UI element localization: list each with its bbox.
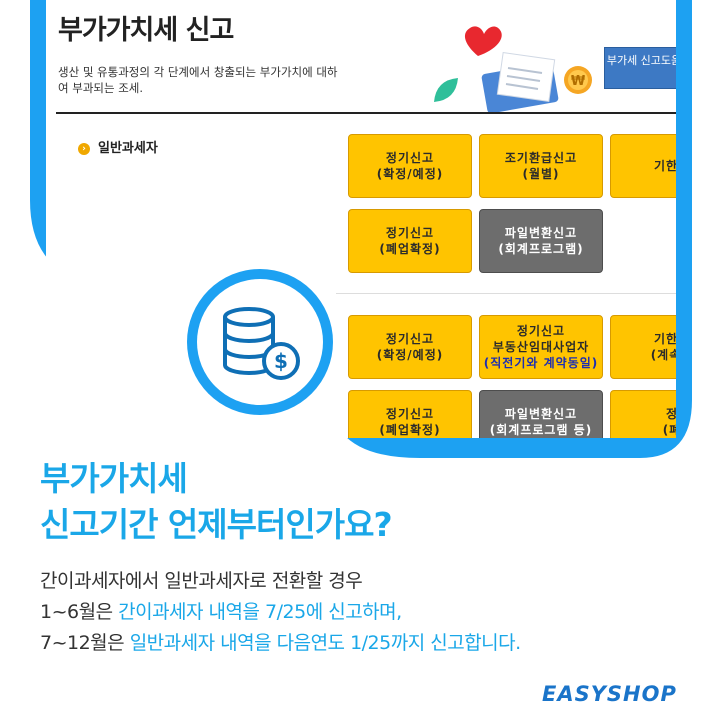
category-general-taxpayer: › 일반과세자 — [78, 137, 158, 156]
headline: 부가가치세 신고기간 언제부터인가요? — [40, 456, 393, 548]
bullet-icon: › — [78, 142, 90, 155]
svg-text:₩: ₩ — [571, 74, 586, 89]
headline-line-2: 신고기간 언제부터인가요? — [40, 505, 393, 544]
regular-filing-button[interactable]: 정기신고(확정/예정) — [348, 134, 472, 198]
category-label: 일반과세자 — [98, 141, 158, 156]
body-line-1: 간이과세자에서 일반과세자로 전환할 경우 — [40, 570, 363, 592]
tax-screen-panel: 부가가치세 신고 생산 및 유통과정의 각 단계에서 창출되는 부가가치에 대하… — [46, 0, 676, 438]
body-line-3: 7~12월은 일반과세자 내역을 다음연도 1/25까지 신고합니다. — [40, 632, 521, 654]
closure-filing-button-3[interactable]: 정(폐 — [610, 390, 676, 438]
regular-filing-button-2[interactable]: 정기신고(확정/예정) — [348, 315, 472, 379]
easyshop-logo: EASYSHOP — [542, 682, 677, 706]
closure-filing-button[interactable]: 정기신고(폐업확정) — [348, 209, 472, 273]
heart-icon — [464, 26, 502, 56]
late-filing-button-2[interactable]: 기한후(계속사 — [610, 315, 676, 379]
svg-text:$: $ — [274, 349, 288, 373]
body-text: 간이과세자에서 일반과세자로 전환할 경우 1~6월은 간이과세자 내역을 7/… — [40, 566, 521, 659]
page-description: 생산 및 유통과정의 각 단계에서 창출되는 부가가치에 대하여 부과되는 조세… — [58, 65, 338, 95]
early-refund-filing-button[interactable]: 조기환급신고(월별) — [479, 134, 603, 198]
body-line-2: 1~6월은 간이과세자 내역을 7/25에 신고하며, — [40, 601, 402, 623]
page-title: 부가가치세 신고 — [58, 15, 234, 46]
illustration: ₩ — [434, 26, 592, 112]
section-divider — [336, 293, 676, 294]
vat-guide-button[interactable]: 부가세 신고도움 — [604, 47, 676, 89]
leaf-icon — [434, 78, 458, 102]
header-divider — [56, 112, 676, 114]
closure-filing-button-2[interactable]: 정기신고(폐업확정) — [348, 390, 472, 438]
coin-badge: $ — [197, 279, 323, 405]
file-conversion-filing-button-2[interactable]: 파일변환신고(회계프로그램 등) — [479, 390, 603, 438]
coin-stack-dollar-icon: $ — [223, 307, 300, 380]
envelope-icon — [481, 52, 559, 112]
late-filing-button[interactable]: 기한후 — [610, 134, 676, 198]
file-conversion-filing-button[interactable]: 파일변환신고(회계프로그램) — [479, 209, 603, 273]
won-coin-icon: ₩ — [564, 66, 592, 94]
headline-line-1: 부가가치세 — [40, 459, 188, 498]
